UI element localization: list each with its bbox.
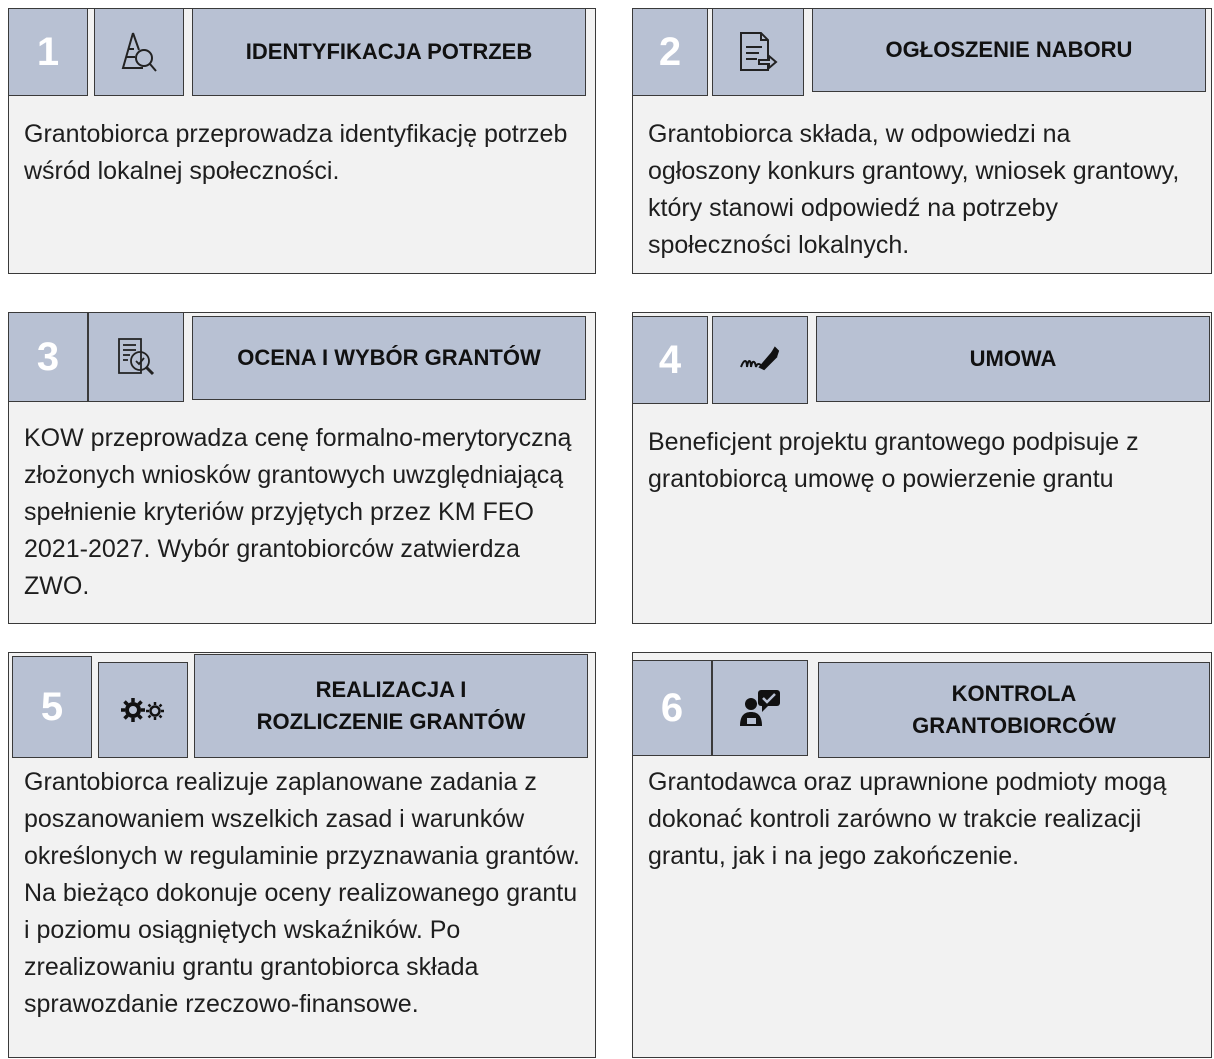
step-description-2: Grantobiorca składa, w odpowiedzi na ogł…: [648, 120, 1180, 259]
step-number-box-2: 2: [632, 8, 708, 96]
step-number-box-1: 1: [8, 8, 88, 96]
step-icon-box-3: [88, 312, 184, 402]
step-description-4: Beneficjent projektu grantowego podpisuj…: [648, 428, 1139, 493]
step-number: 5: [40, 684, 64, 729]
step-icon-box-1: [94, 8, 184, 96]
gears-icon: [120, 697, 166, 723]
step-title-box-2: OGŁOSZENIE NABORU: [812, 8, 1206, 92]
document-review-icon: [114, 335, 158, 379]
step-title-box-1: IDENTYFIKACJA POTRZEB: [192, 8, 586, 96]
step-description-3: KOW przeprowadza cenę formalno-merytoryc…: [24, 424, 572, 600]
step-number-box-4: 4: [632, 316, 708, 404]
step-title: REALIZACJA I ROZLICZENIE GRANTÓW: [256, 677, 526, 734]
step-number: 4: [658, 337, 682, 382]
document-export-icon: [737, 30, 779, 74]
step-title-box-3: OCENA I WYBÓR GRANTÓW: [192, 316, 586, 400]
signature-pen-icon: [738, 345, 782, 375]
step-description-6: Grantodawca oraz uprawnione podmioty mog…: [648, 768, 1167, 870]
step-title: OCENA I WYBÓR GRANTÓW: [237, 345, 541, 371]
step-title-box-5: REALIZACJA I ROZLICZENIE GRANTÓW: [194, 654, 588, 758]
step-title: KONTROLA GRANTOBIORCÓW: [912, 681, 1116, 738]
step-title: OGŁOSZENIE NABORU: [885, 37, 1133, 63]
step-description-1: Grantobiorca przeprowadza identyfikację …: [24, 120, 568, 185]
step-icon-box-5: [98, 662, 188, 758]
step-number: 1: [36, 29, 60, 74]
step-number-box-5: 5: [12, 656, 92, 758]
step-description-5: Grantobiorca realizuje zaplanowane zadan…: [24, 768, 580, 1018]
person-chat-icon: [738, 688, 782, 728]
step-icon-box-2: [712, 8, 804, 96]
step-title: UMOWA: [969, 346, 1057, 372]
step-number: 2: [658, 29, 682, 74]
step-title-box-6: KONTROLA GRANTOBIORCÓW: [818, 662, 1210, 758]
step-icon-box-6: [712, 660, 808, 756]
step-title: IDENTYFIKACJA POTRZEB: [245, 39, 533, 65]
step-number-box-6: 6: [632, 660, 712, 756]
search-analysis-icon: [119, 30, 159, 74]
step-icon-box-4: [712, 316, 808, 404]
step-number: 6: [660, 685, 684, 730]
step-number: 3: [36, 334, 60, 379]
step-number-box-3: 3: [8, 312, 88, 402]
step-title-box-4: UMOWA: [816, 316, 1210, 402]
